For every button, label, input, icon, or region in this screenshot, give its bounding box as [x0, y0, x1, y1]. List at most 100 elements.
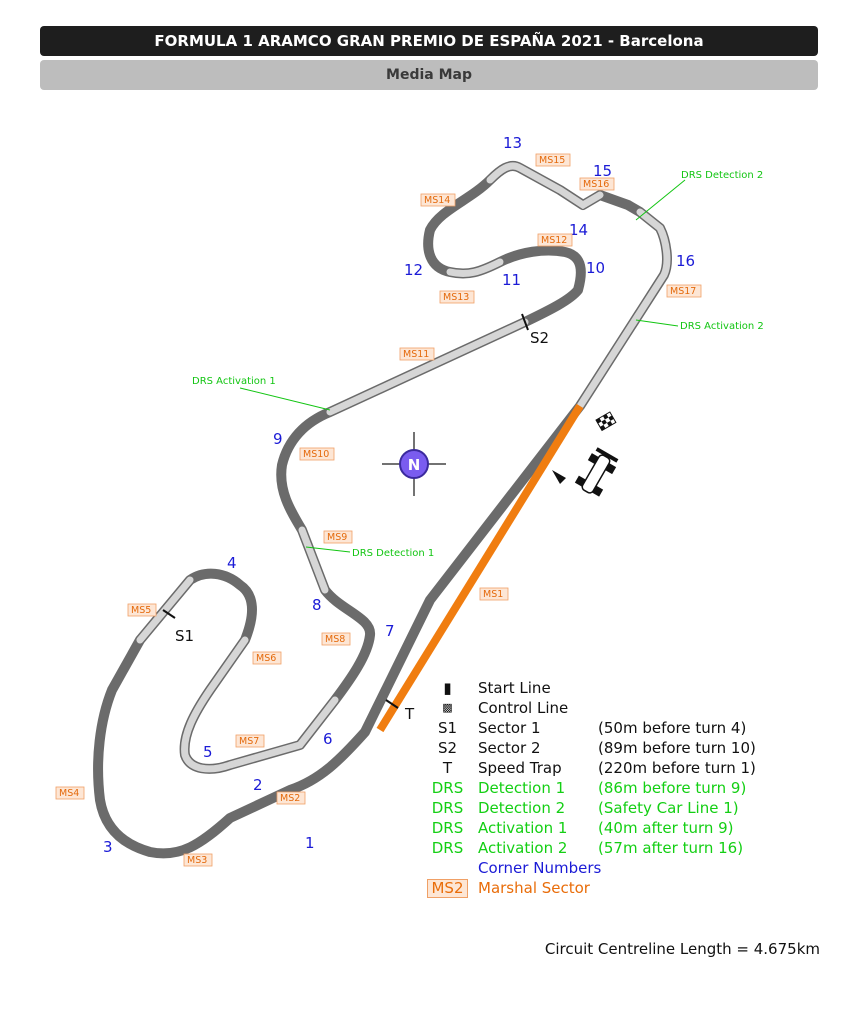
marshal-sector-ms1: MS1 — [479, 587, 509, 601]
track-light-section-2 — [486, 162, 604, 210]
legend: ▮ Start Line ▩ Control Line S1 Sector 1 … — [420, 678, 840, 898]
legend-name: Activation 2 — [478, 839, 568, 857]
legend-symbol: DRS — [431, 819, 464, 837]
svg-text:MS9: MS9 — [327, 532, 347, 543]
corner-5: 5 — [203, 743, 213, 761]
drs-detection-2-line — [635, 179, 686, 221]
marshal-sector-ms14: MS14 — [420, 193, 456, 207]
checkered-flag-icon — [595, 411, 617, 432]
legend-name: Activation 1 — [478, 819, 568, 837]
marshal-sector-ms6: MS6 — [252, 651, 282, 665]
track-light-section-1 — [576, 208, 671, 410]
legend-note: (Safety Car Line 1) — [598, 799, 739, 817]
checkered-flag-icon: ▩ — [442, 701, 453, 714]
svg-text:MS15: MS15 — [539, 155, 565, 166]
legend-symbol: DRS — [431, 799, 464, 817]
svg-text:MS12: MS12 — [541, 235, 567, 246]
legend-name: Start Line — [478, 679, 551, 697]
drs-activation-1-label: DRS Activation 1 — [192, 376, 276, 387]
track-light-section-7 — [446, 258, 504, 278]
svg-text:N: N — [408, 456, 421, 474]
legend-symbol: S2 — [437, 739, 458, 757]
corner-6: 6 — [323, 730, 333, 748]
corner-14: 14 — [569, 221, 588, 239]
legend-note: (40m after turn 9) — [598, 819, 734, 837]
track-light-section-4 — [298, 526, 329, 594]
legend-name: Corner Numbers — [478, 859, 602, 877]
legend-note: (57m after turn 16) — [598, 839, 744, 857]
corner-2: 2 — [253, 776, 263, 794]
corner-12: 12 — [404, 261, 423, 279]
legend-symbol: DRS — [431, 779, 464, 797]
start-line-arrow-icon — [552, 470, 566, 484]
marshal-sector-ms3: MS3 — [183, 853, 213, 867]
legend-symbol: DRS — [431, 839, 464, 857]
legend-note: (220m before turn 1) — [598, 759, 756, 777]
legend-symbol: S1 — [437, 719, 458, 737]
marshal-sector-ms15: MS15 — [535, 153, 571, 167]
drs-detection-1-line — [305, 546, 351, 553]
drs-activation-2-line — [635, 319, 679, 327]
svg-text:MS11: MS11 — [403, 349, 429, 360]
marshal-sector-ms12: MS12 — [537, 233, 573, 247]
corner-10: 10 — [586, 259, 605, 277]
drs-detection-2-label: DRS Detection 2 — [681, 170, 763, 181]
corner-11: 11 — [502, 271, 521, 289]
corner-8: 8 — [312, 596, 322, 614]
legend-note: (50m before turn 4) — [598, 719, 747, 737]
svg-text:MS17: MS17 — [670, 286, 696, 297]
corner-9: 9 — [273, 430, 283, 448]
marshal-sector-sample: MS2 — [427, 879, 468, 898]
legend-name: Detection 2 — [478, 799, 566, 817]
legend-name: Sector 2 — [478, 739, 541, 757]
marshal-sector-ms7: MS7 — [235, 734, 265, 748]
start-line-icon: ▮ — [443, 679, 452, 697]
marshal-sector-ms5: MS5 — [127, 603, 157, 617]
t-marker — [385, 699, 399, 709]
legend-note: (86m before turn 9) — [598, 779, 747, 797]
svg-text:MS6: MS6 — [256, 653, 276, 664]
legend-symbol: MS2 — [420, 878, 475, 898]
corner-3: 3 — [103, 838, 113, 856]
marshal-sector-ms11: MS11 — [399, 347, 435, 361]
svg-text:MS13: MS13 — [443, 292, 469, 303]
race-car-icon — [574, 447, 619, 497]
corner-15: 15 — [593, 162, 612, 180]
svg-text:MS14: MS14 — [424, 195, 450, 206]
circuit-length: Circuit Centreline Length = 4.675km — [544, 940, 820, 958]
compass-icon: N — [382, 432, 446, 496]
corner-13: 13 — [503, 134, 522, 152]
corner-4: 4 — [227, 554, 237, 572]
marshal-sector-ms8: MS8 — [321, 632, 351, 646]
drs-activation-2-label: DRS Activation 2 — [680, 321, 764, 332]
svg-text:MS2: MS2 — [280, 793, 300, 804]
t-label: T — [404, 705, 415, 723]
legend-name: Detection 1 — [478, 779, 566, 797]
marshal-sector-ms13: MS13 — [439, 290, 475, 304]
page-title: FORMULA 1 ARAMCO GRAN PREMIO DE ESPAÑA 2… — [40, 26, 818, 56]
legend-name: Marshal Sector — [478, 879, 590, 897]
svg-text:MS8: MS8 — [325, 634, 345, 645]
legend-symbol: T — [442, 759, 453, 777]
legend-name: Speed Trap — [478, 759, 562, 777]
s1-label: S1 — [175, 627, 194, 645]
svg-text:MS5: MS5 — [131, 605, 151, 616]
s2-marker — [521, 313, 529, 331]
s2-label: S2 — [530, 329, 549, 347]
svg-text:MS1: MS1 — [483, 589, 503, 600]
marshal-sector-ms9: MS9 — [323, 530, 353, 544]
svg-text:MS16: MS16 — [583, 179, 609, 190]
page-subtitle: Media Map — [40, 60, 818, 90]
svg-text:MS7: MS7 — [239, 736, 259, 747]
marshal-sector-ms17: MS17 — [666, 284, 702, 298]
corner-16: 16 — [676, 252, 695, 270]
legend-name: Sector 1 — [478, 719, 541, 737]
marshal-sector-ms4: MS4 — [55, 786, 85, 800]
track-light-section-3 — [326, 318, 529, 416]
corner-7: 7 — [385, 622, 395, 640]
corner-1: 1 — [305, 834, 315, 852]
track-light-section-5 — [181, 636, 339, 773]
legend-note: (89m before turn 10) — [598, 739, 756, 757]
track-light-section-6 — [136, 576, 194, 644]
